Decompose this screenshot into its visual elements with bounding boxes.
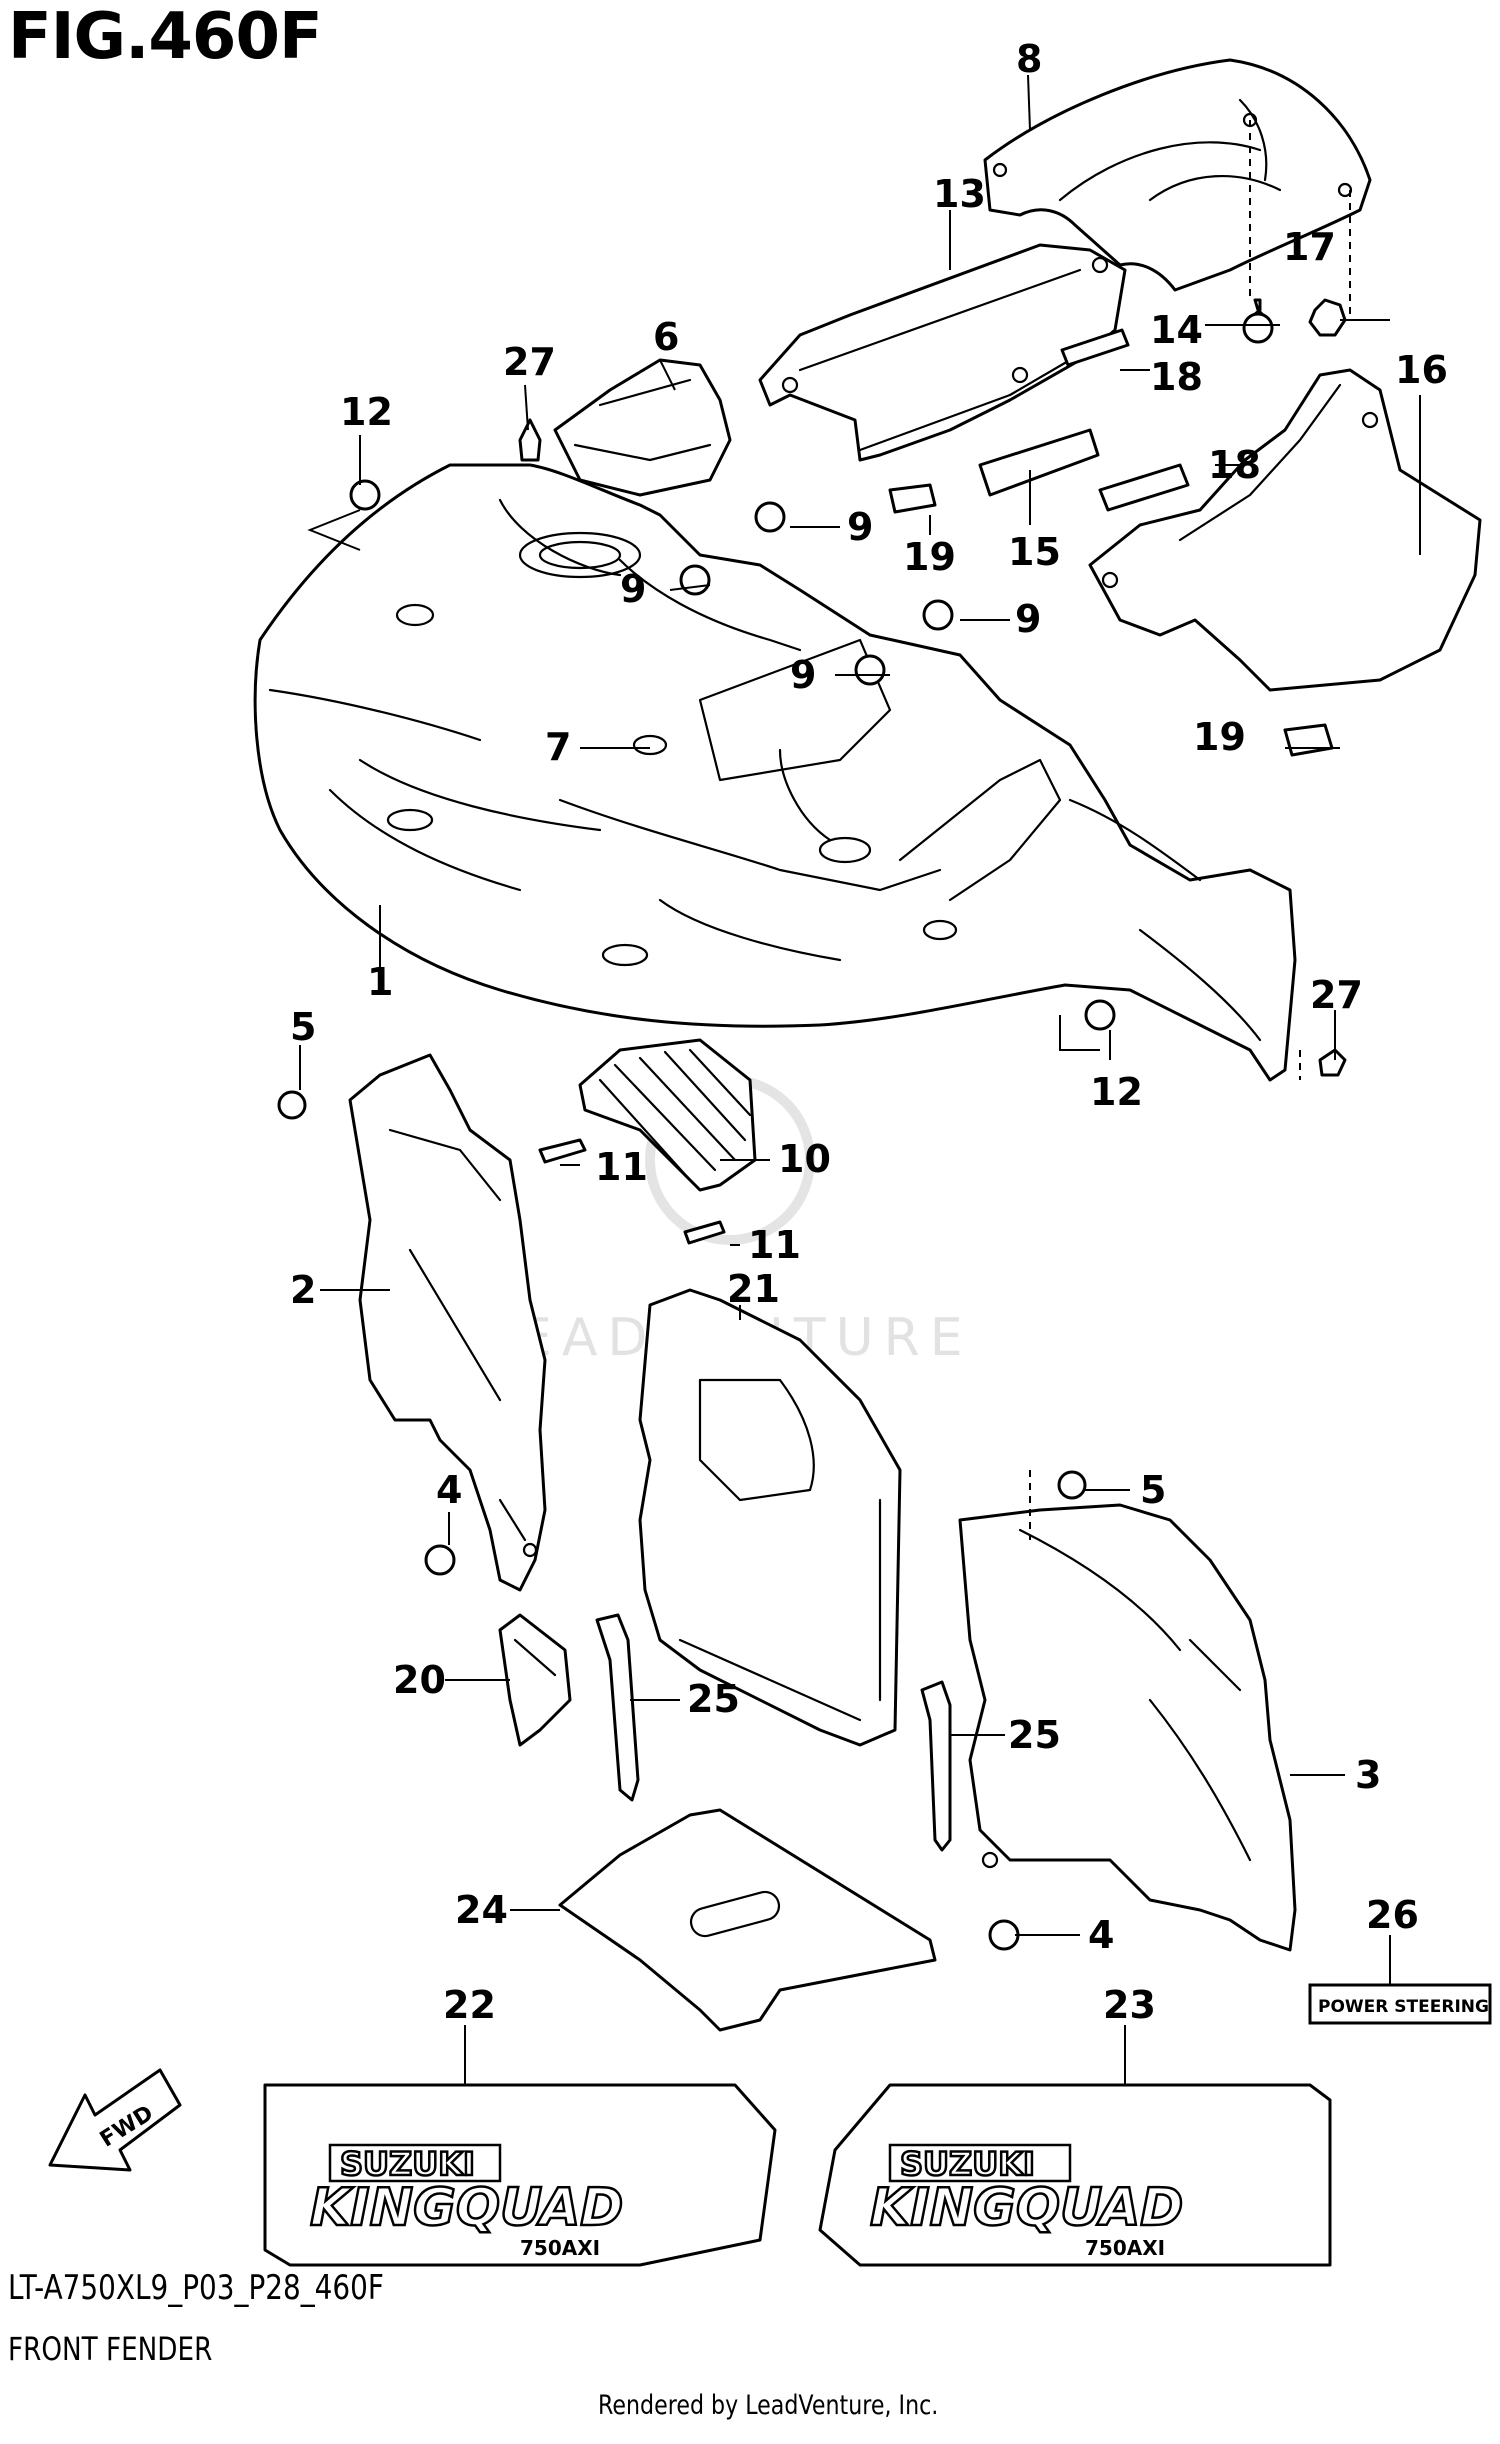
callout-22: 22 [443,1983,496,2027]
callout-27a: 27 [503,340,556,384]
callout-21: 21 [727,1267,780,1311]
callout-14: 14 [1150,308,1203,352]
callout-18b: 18 [1208,443,1261,487]
part-10-vent-grille [578,1038,757,1192]
callout-26: 26 [1366,1893,1419,1937]
decal-23-model-text: KINGQUAD [870,2178,1183,2238]
callout-9c: 9 [1015,597,1041,641]
callout-17: 17 [1283,225,1336,269]
part-8-upper-cover [983,58,1372,292]
callout-1: 1 [367,960,393,1004]
fasteners [277,298,1347,1951]
callout-9d: 9 [790,653,816,697]
part-25b-cable-tie [920,1680,952,1852]
callout-27b: 27 [1310,973,1363,1017]
callout-9a: 9 [847,505,873,549]
callout-19a: 19 [903,535,956,579]
callout-20: 20 [393,1658,446,1702]
figure-title: FIG.460F [8,0,323,74]
part-2-left-inner-panel [348,1053,547,1592]
callout-15: 15 [1008,530,1061,574]
part-16-side-panel [1088,368,1482,692]
part-20-bracket [498,1613,572,1747]
part-24-skid-plate [558,1808,937,2032]
fwd-direction-arrow: FWD [48,2068,182,2172]
decal-22-sub-text: 750AXI [520,2236,600,2260]
callout-19b: 19 [1193,715,1246,759]
decal-22: SUZUKI KINGQUAD 750AXI [263,2083,777,2267]
callout-8: 8 [1016,37,1042,81]
decal-23-brand-text: SUZUKI [900,2145,1035,2183]
callout-12a: 12 [340,390,393,434]
callout-25b: 25 [1008,1713,1061,1757]
callout-2: 2 [290,1268,316,1312]
callout-3: 3 [1355,1753,1381,1797]
callout-9b: 9 [620,567,646,611]
part-25a-cable-tie [595,1613,640,1802]
diagram-name: FRONT FENDER [8,2330,213,2368]
part-1-front-fender [253,463,1297,1082]
rendered-by-credit: Rendered by LeadVenture, Inc. [598,2390,939,2421]
callout-5b: 5 [1140,1468,1166,1512]
callout-4a: 4 [436,1468,462,1512]
part-13-bracket [758,243,1127,462]
callout-13: 13 [933,172,986,216]
callout-11b: 11 [748,1223,801,1267]
callout-labels: 8 13 6 27 12 16 17 14 18 18 9 9 9 9 19 1… [290,37,1448,2027]
decal-22-brand-text: SUZUKI [340,2145,475,2183]
decal-23-sub-text: 750AXI [1085,2236,1165,2260]
callout-4b: 4 [1088,1913,1114,1957]
callout-23: 23 [1103,1983,1156,2027]
callout-24: 24 [455,1888,508,1932]
callout-7: 7 [545,725,571,769]
part-6-lid [553,358,732,497]
leader-lines [299,74,1421,2085]
decal-26-text: POWER STEERING [1318,1997,1489,2017]
part-3-right-inner-panel [958,1503,1297,1952]
callout-12b: 12 [1090,1070,1143,1114]
callout-10: 10 [778,1137,831,1181]
callout-18a: 18 [1150,355,1203,399]
part-21-flat-shield [638,1288,902,1747]
callout-5a: 5 [290,1005,316,1049]
callout-6: 6 [653,315,679,359]
callout-25a: 25 [687,1677,740,1721]
diagram-code: LT-A750XL9_P03_P28_460F [8,2268,384,2308]
decal-23: SUZUKI KINGQUAD 750AXI [818,2083,1332,2267]
callout-11a: 11 [595,1145,648,1189]
callout-16: 16 [1395,348,1448,392]
decal-26-power-steering: POWER STEERING [1308,1983,1492,2025]
decal-22-model-text: KINGQUAD [310,2178,623,2238]
